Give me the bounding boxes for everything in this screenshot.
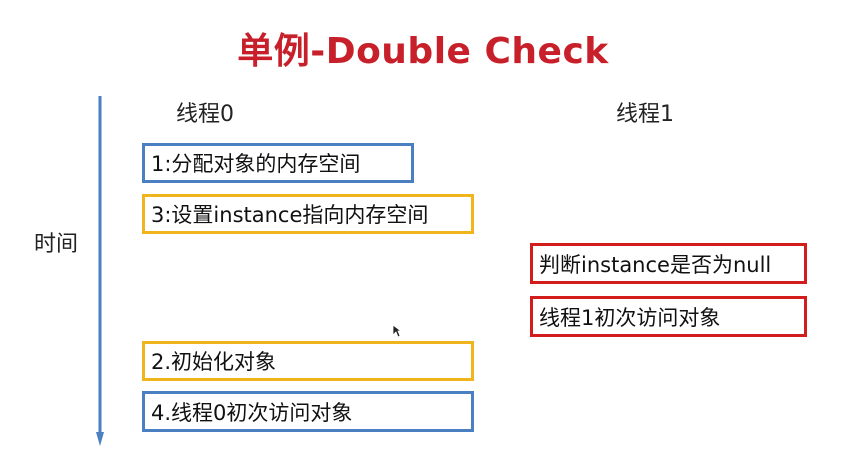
thread-0-label: 线程0 [176, 102, 234, 127]
slide-title: 单例-Double Check [237, 31, 609, 72]
step-initialize-object-text: 2.初始化对象 [151, 350, 277, 374]
step-allocate-memory-text: 1:分配对象的内存空间 [151, 152, 361, 176]
step-thread0-access: 4.线程0初次访问对象 [142, 391, 474, 432]
step-thread1-access-text: 线程1初次访问对象 [539, 305, 721, 330]
thread-1-label: 线程1 [616, 102, 674, 127]
step-initialize-object: 2.初始化对象 [142, 341, 474, 381]
step-allocate-memory: 1:分配对象的内存空间 [142, 143, 414, 183]
step-check-null-text: 判断instance是否为null [539, 252, 772, 277]
mouse-cursor-icon [392, 324, 402, 338]
time-axis-label: 时间 [34, 232, 79, 257]
step-set-instance-pointer: 3:设置instance指向内存空间 [142, 194, 474, 234]
step-thread0-access-text: 4.线程0初次访问对象 [151, 400, 353, 425]
step-thread1-access: 线程1初次访问对象 [530, 296, 807, 337]
time-arrow [96, 96, 104, 446]
step-check-null: 判断instance是否为null [530, 243, 807, 284]
step-set-instance-pointer-text: 3:设置instance指向内存空间 [151, 203, 429, 227]
